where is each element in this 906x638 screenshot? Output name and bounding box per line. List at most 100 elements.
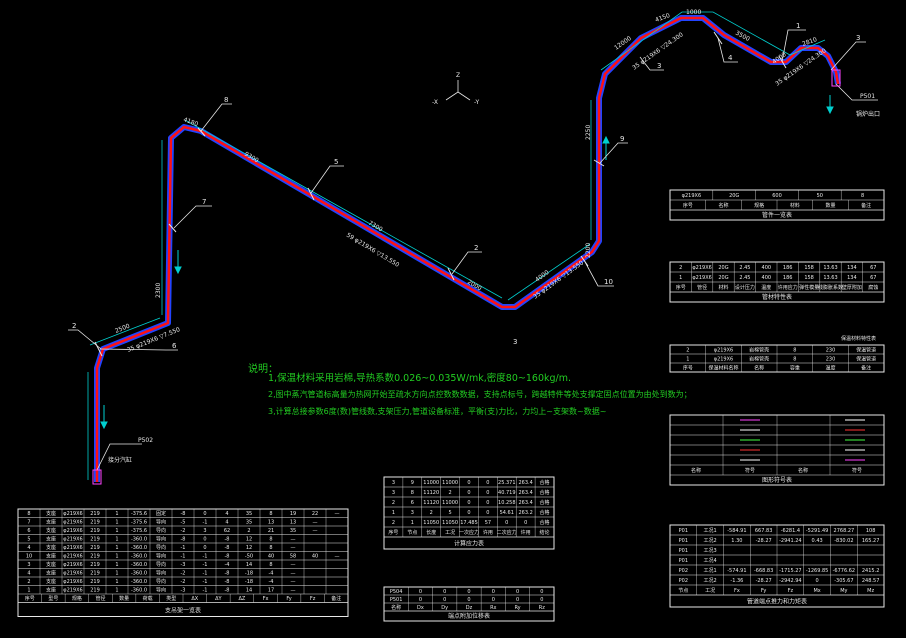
table-cell: 21 — [268, 528, 274, 534]
table-cell: 25.371 — [498, 480, 516, 486]
table-cell: 支座 — [46, 527, 56, 534]
table-cell: 管径 — [697, 284, 707, 291]
table-cell: 13 — [268, 520, 274, 526]
table-cell: 0 — [516, 589, 519, 595]
support-number: 4 — [728, 54, 733, 62]
dim-line — [507, 243, 591, 301]
table-cell: 11120 — [423, 500, 439, 506]
table-cell: -2 — [181, 579, 186, 585]
table-cell: 11000 — [442, 500, 458, 506]
table-cell: 支座 — [46, 510, 56, 517]
table-cell: 合格 — [540, 479, 550, 486]
table-cell: 0 — [443, 597, 446, 603]
table-cell: 6 — [27, 528, 30, 534]
table-cell: -1 — [181, 554, 186, 560]
table-cell: 0.43 — [812, 538, 823, 544]
table-cell: φ219X6 — [714, 356, 733, 362]
table-cell: 名称 — [798, 467, 808, 474]
table-cell: 备注 — [331, 595, 341, 602]
table-cell: -8 — [225, 571, 230, 577]
notes-block: 说明： 1,保温材料采用岩棉,导热系数0.026~0.035W/mk,密度80~… — [248, 362, 692, 416]
table-cell: 50 — [817, 193, 823, 199]
table-cell: 2.45 — [739, 265, 750, 271]
table-cell: 节点 — [407, 530, 417, 536]
table-cell: Fx — [734, 588, 740, 594]
table-cell: 13.63 — [823, 275, 837, 281]
table-cell: -668.83 — [754, 568, 773, 574]
table-cell: 类型 — [166, 595, 176, 602]
table-cell: 支座 — [46, 570, 56, 577]
table-cell: 263.4 — [519, 480, 533, 486]
table-cell: -28.27 — [756, 578, 772, 584]
table-cell: -8 — [225, 545, 230, 551]
table-cell: Mx — [813, 588, 820, 594]
table-cell: 20G — [718, 265, 728, 271]
table-cell: 1 — [115, 520, 118, 526]
flow-arrows — [100, 95, 834, 430]
table-cell: 管径 — [95, 595, 105, 602]
table-cell: -4 — [269, 579, 274, 585]
endpoint-right: P501 锅炉出口 — [831, 69, 880, 118]
table-cell: 248.57 — [862, 578, 880, 584]
table-cell: 1 — [27, 588, 30, 594]
table-cell: Fy — [761, 588, 766, 594]
table-cell: 8 — [269, 545, 272, 551]
table-title: 管材特性表 — [762, 293, 792, 301]
table-cell: 保温管道 — [856, 346, 876, 353]
table-cell: 20G — [729, 193, 739, 199]
table-cell: 9 — [411, 480, 414, 486]
table-cell: 合格 — [540, 499, 550, 506]
table-cell: 2415.2 — [862, 568, 880, 574]
table-cell: 序号 — [388, 529, 398, 536]
table-cell: 40 — [312, 554, 318, 560]
dimension: 2810 — [801, 36, 818, 48]
table-cell: 6 — [411, 500, 414, 506]
table-cell: 0 — [540, 589, 543, 595]
table-cell: 40 — [268, 554, 274, 560]
table-cell: -360.0 — [131, 562, 147, 568]
center-mark: 3 — [513, 338, 517, 346]
table-cell: 35 — [246, 511, 252, 517]
table-cell: 0 — [467, 490, 470, 496]
endpoint-label: 锅炉出口 — [856, 110, 880, 118]
table-cell: P501 — [390, 597, 403, 603]
table-cell: 导向 — [156, 536, 166, 543]
table-cell: 2 — [430, 510, 433, 516]
table-cell: 1 — [115, 511, 118, 517]
table-cell: 壁厚附加 — [842, 284, 862, 291]
table-cell: P01 — [679, 548, 688, 554]
table-cell: 弹性模量 — [799, 284, 819, 291]
table-cell: 容重 — [790, 364, 800, 371]
table-cell: — — [291, 579, 296, 585]
table-cell: 保温材料名称 — [708, 364, 738, 371]
support-number: 5 — [334, 158, 338, 166]
table-cell: 名称 — [718, 202, 728, 209]
table-cell: 工况2 — [704, 578, 717, 584]
table-cell: -360.0 — [131, 579, 147, 585]
table-cell: 2 — [449, 490, 452, 496]
table-cell: 58 — [290, 554, 296, 560]
dimension: 2300 — [155, 283, 162, 298]
table-cell: 数量 — [119, 595, 129, 602]
table-cell: φ219X6 — [63, 528, 82, 534]
table-cell: 22 — [312, 511, 318, 517]
table-cell: -1715.27 — [779, 568, 801, 574]
table-cell: 2.45 — [739, 275, 750, 281]
table-cell: 导向 — [156, 578, 166, 585]
table-cell: 设计压力 — [735, 284, 755, 291]
table-title: 端点附加位移表 — [448, 612, 490, 620]
table-cell: 0 — [524, 520, 527, 526]
table-cell: 名称 — [691, 467, 701, 474]
table-cell: Fz — [788, 588, 794, 594]
table-cell: -4 — [269, 571, 274, 577]
table-cell: 温度 — [761, 284, 771, 291]
table-cell: -8 — [181, 511, 186, 517]
table-cell: — — [291, 537, 296, 543]
table-cell: Dy — [441, 605, 448, 611]
table-cell: 2 — [247, 528, 250, 534]
table-cell: -50 — [245, 554, 253, 560]
